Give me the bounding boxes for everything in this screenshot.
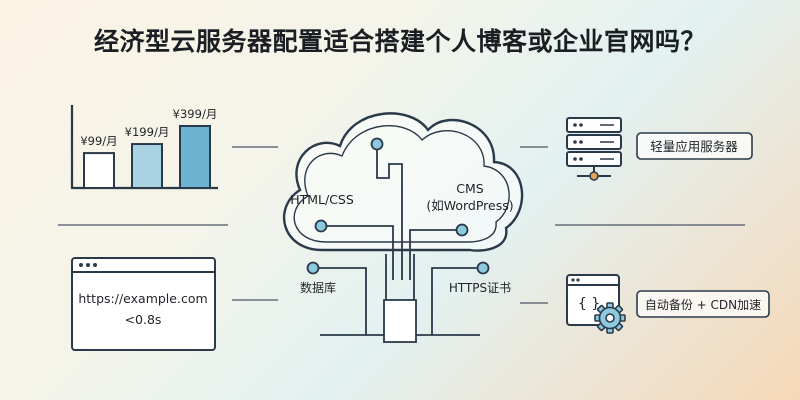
- pricing-axis: [70, 105, 218, 190]
- window-dot-icon: [86, 263, 90, 267]
- code-braces-icon: { }: [578, 296, 600, 312]
- server-trunk: [383, 299, 417, 343]
- node-icon: [476, 261, 490, 275]
- circuit-line: [431, 267, 483, 335]
- connector-icon: [589, 171, 599, 181]
- window-dot-icon: [79, 263, 83, 267]
- price-bar-199: [131, 143, 163, 190]
- price-bar-99: [83, 152, 115, 190]
- server-rack-icon: [566, 117, 622, 181]
- price-bar-399: [179, 125, 211, 189]
- browser-window: https://example.com <0.8s: [71, 257, 216, 351]
- load-time: <0.8s: [125, 312, 162, 327]
- circuit-nodes: [306, 137, 490, 275]
- browser-url: https://example.com: [78, 291, 207, 306]
- backup-label-box: [636, 290, 770, 318]
- page-title: 经济型云服务器配置适合搭建个人博客或企业官网吗？: [93, 27, 706, 56]
- server-label: 轻量应用服务器: [650, 139, 738, 154]
- backup-label: 自动备份 + CDN加速: [645, 298, 761, 312]
- cloud-outline-icon: [282, 112, 524, 252]
- window-dot-icon: [93, 263, 97, 267]
- price-label-199: ¥199/月: [125, 125, 170, 139]
- gear-icon: [594, 302, 626, 334]
- node-icon: [314, 219, 328, 233]
- circuit-line: [313, 267, 367, 335]
- label-cms: CMS: [456, 181, 484, 196]
- price-label-99: ¥99/月: [80, 134, 117, 148]
- cloud-diagram: HTML/CSS CMS (如WordPress) 数据库 HTTPS证书: [282, 112, 524, 343]
- circuit-line: [409, 229, 462, 280]
- price-label-399: ¥399/月: [173, 107, 218, 121]
- cloud-inner-outline: [293, 125, 510, 243]
- label-html-css: HTML/CSS: [290, 192, 354, 207]
- node-icon: [455, 223, 469, 237]
- rack-unit: [566, 134, 622, 150]
- browser-frame: [71, 257, 216, 351]
- server-label-box: [636, 132, 753, 160]
- circuit-line: [321, 225, 394, 280]
- rack-unit: [566, 117, 622, 133]
- node-icon: [306, 261, 320, 275]
- circuit-line: [376, 144, 403, 280]
- pricing-chart: ¥99/月 ¥199/月 ¥399/月: [70, 105, 218, 190]
- node-icon: [370, 137, 384, 151]
- label-database: 数据库: [300, 280, 336, 295]
- divider-lines: [58, 146, 745, 304]
- label-https: HTTPS证书: [449, 281, 511, 295]
- label-cms-example: (如WordPress): [426, 198, 513, 213]
